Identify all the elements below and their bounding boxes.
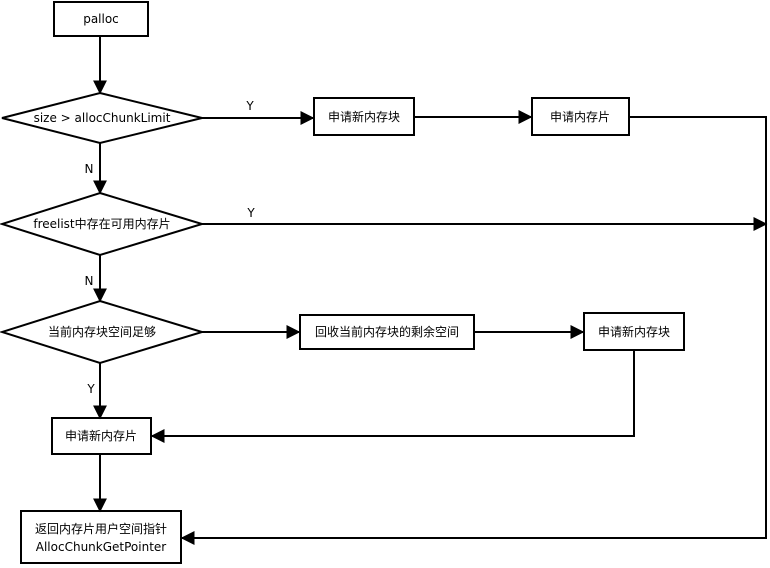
edge-chunk1-to-return [180, 116, 767, 545]
edge-freelist-yes-label: Y [246, 206, 255, 220]
decision-block-enough-label: 当前内存块空间足够 [48, 324, 156, 339]
node-alloc-block-2-label: 申请新内存块 [598, 324, 670, 339]
decision-size-limit: size > allocChunkLimit [1, 91, 203, 145]
node-reclaim-space: 回收当前内存块的剩余空间 [299, 314, 475, 350]
edge-freelist-no-label: N [85, 274, 94, 288]
node-return-pointer: 返回内存片用户空间指针 AllocChunkGetPointer [20, 510, 182, 564]
node-alloc-chunk-2-label: 申请新内存片 [65, 428, 137, 443]
decision-freelist-label: freelist中存在可用内存片 [33, 216, 170, 231]
node-return-pointer-label-line2: AllocChunkGetPointer [36, 540, 167, 554]
decision-size-limit-label: size > allocChunkLimit [34, 111, 171, 125]
decision-block-enough: 当前内存块空间足够 [0, 299, 206, 365]
node-alloc-chunk-1-label: 申请内存片 [550, 110, 610, 124]
node-alloc-chunk-1: 申请内存片 [531, 97, 630, 136]
edge-size-no-label: N [85, 162, 94, 176]
node-palloc: palloc [53, 1, 149, 37]
edge-block2-to-chunk2 [150, 350, 635, 443]
node-reclaim-space-label: 回收当前内存块的剩余空间 [315, 324, 459, 339]
node-alloc-block-1: 申请新内存块 [313, 97, 415, 136]
node-alloc-chunk-2: 申请新内存片 [51, 417, 152, 455]
node-alloc-block-1-label: 申请新内存块 [328, 109, 400, 124]
edge-block-yes-label: Y [86, 382, 95, 396]
decision-freelist: freelist中存在可用内存片 [0, 191, 206, 257]
node-return-pointer-label-line1: 返回内存片用户空间指针 [35, 521, 167, 536]
edge-size-yes-label: Y [245, 99, 254, 113]
node-palloc-label: palloc [83, 12, 119, 26]
node-alloc-block-2: 申请新内存块 [583, 312, 685, 351]
